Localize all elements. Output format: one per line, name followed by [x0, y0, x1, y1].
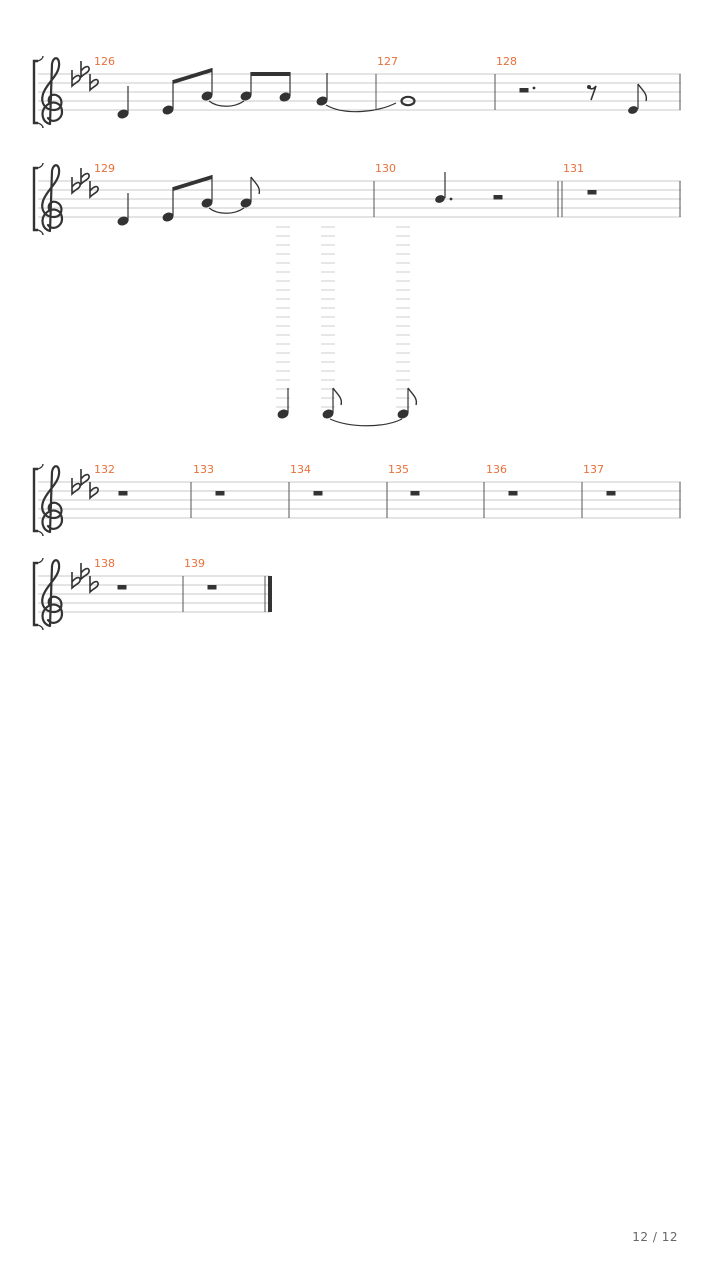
page-indicator: 12 / 12 — [632, 1230, 678, 1244]
measure-number: 127 — [377, 55, 398, 68]
flat-icon — [89, 481, 99, 499]
flat-icon — [80, 60, 90, 78]
ledger-lines — [276, 226, 411, 408]
treble-clef-icon — [41, 465, 64, 534]
system-2: 129 130 131 — [32, 161, 681, 427]
notes-measure-126 — [116, 68, 397, 120]
flat-icon — [80, 562, 90, 580]
measure-number: 137 — [583, 463, 604, 476]
measure-number: 133 — [193, 463, 214, 476]
measure-number: 134 — [290, 463, 311, 476]
notes-measure-129 — [116, 175, 261, 227]
flat-icon — [71, 571, 81, 589]
notes-measure-131 — [587, 190, 597, 195]
notes-measure-128 — [519, 83, 648, 116]
notes-measure-127 — [400, 95, 416, 107]
flat-icon — [89, 73, 99, 91]
rests — [118, 491, 616, 496]
staff-lines — [38, 180, 681, 218]
notes-measure-130 — [434, 172, 503, 205]
staff-lines — [38, 481, 681, 519]
measure-number: 139 — [184, 557, 205, 570]
flat-icon — [71, 176, 81, 194]
measure-number: 135 — [388, 463, 409, 476]
treble-clef-icon — [41, 164, 64, 233]
measure-number: 136 — [486, 463, 507, 476]
measure-number: 130 — [375, 162, 396, 175]
treble-clef-icon — [41, 559, 64, 628]
flat-icon — [89, 575, 99, 593]
measure-number: 128 — [496, 55, 517, 68]
flat-icon — [89, 180, 99, 198]
system-3: 132 133 134 135 136 137 — [32, 462, 681, 538]
measure-number: 138 — [94, 557, 115, 570]
low-notes — [276, 387, 418, 427]
system-4: 138 139 — [32, 556, 272, 632]
flat-icon — [71, 69, 81, 87]
flat-icon — [71, 477, 81, 495]
final-barline — [268, 576, 272, 612]
measure-number: 126 — [94, 55, 115, 68]
rests — [117, 585, 217, 590]
system-1: 126 127 128 — [32, 54, 681, 130]
measure-number: 131 — [563, 162, 584, 175]
staff-lines — [38, 73, 681, 111]
measure-number: 129 — [94, 162, 115, 175]
flat-icon — [80, 167, 90, 185]
treble-clef-icon — [41, 57, 64, 126]
measure-number: 132 — [94, 463, 115, 476]
flat-icon — [80, 468, 90, 486]
